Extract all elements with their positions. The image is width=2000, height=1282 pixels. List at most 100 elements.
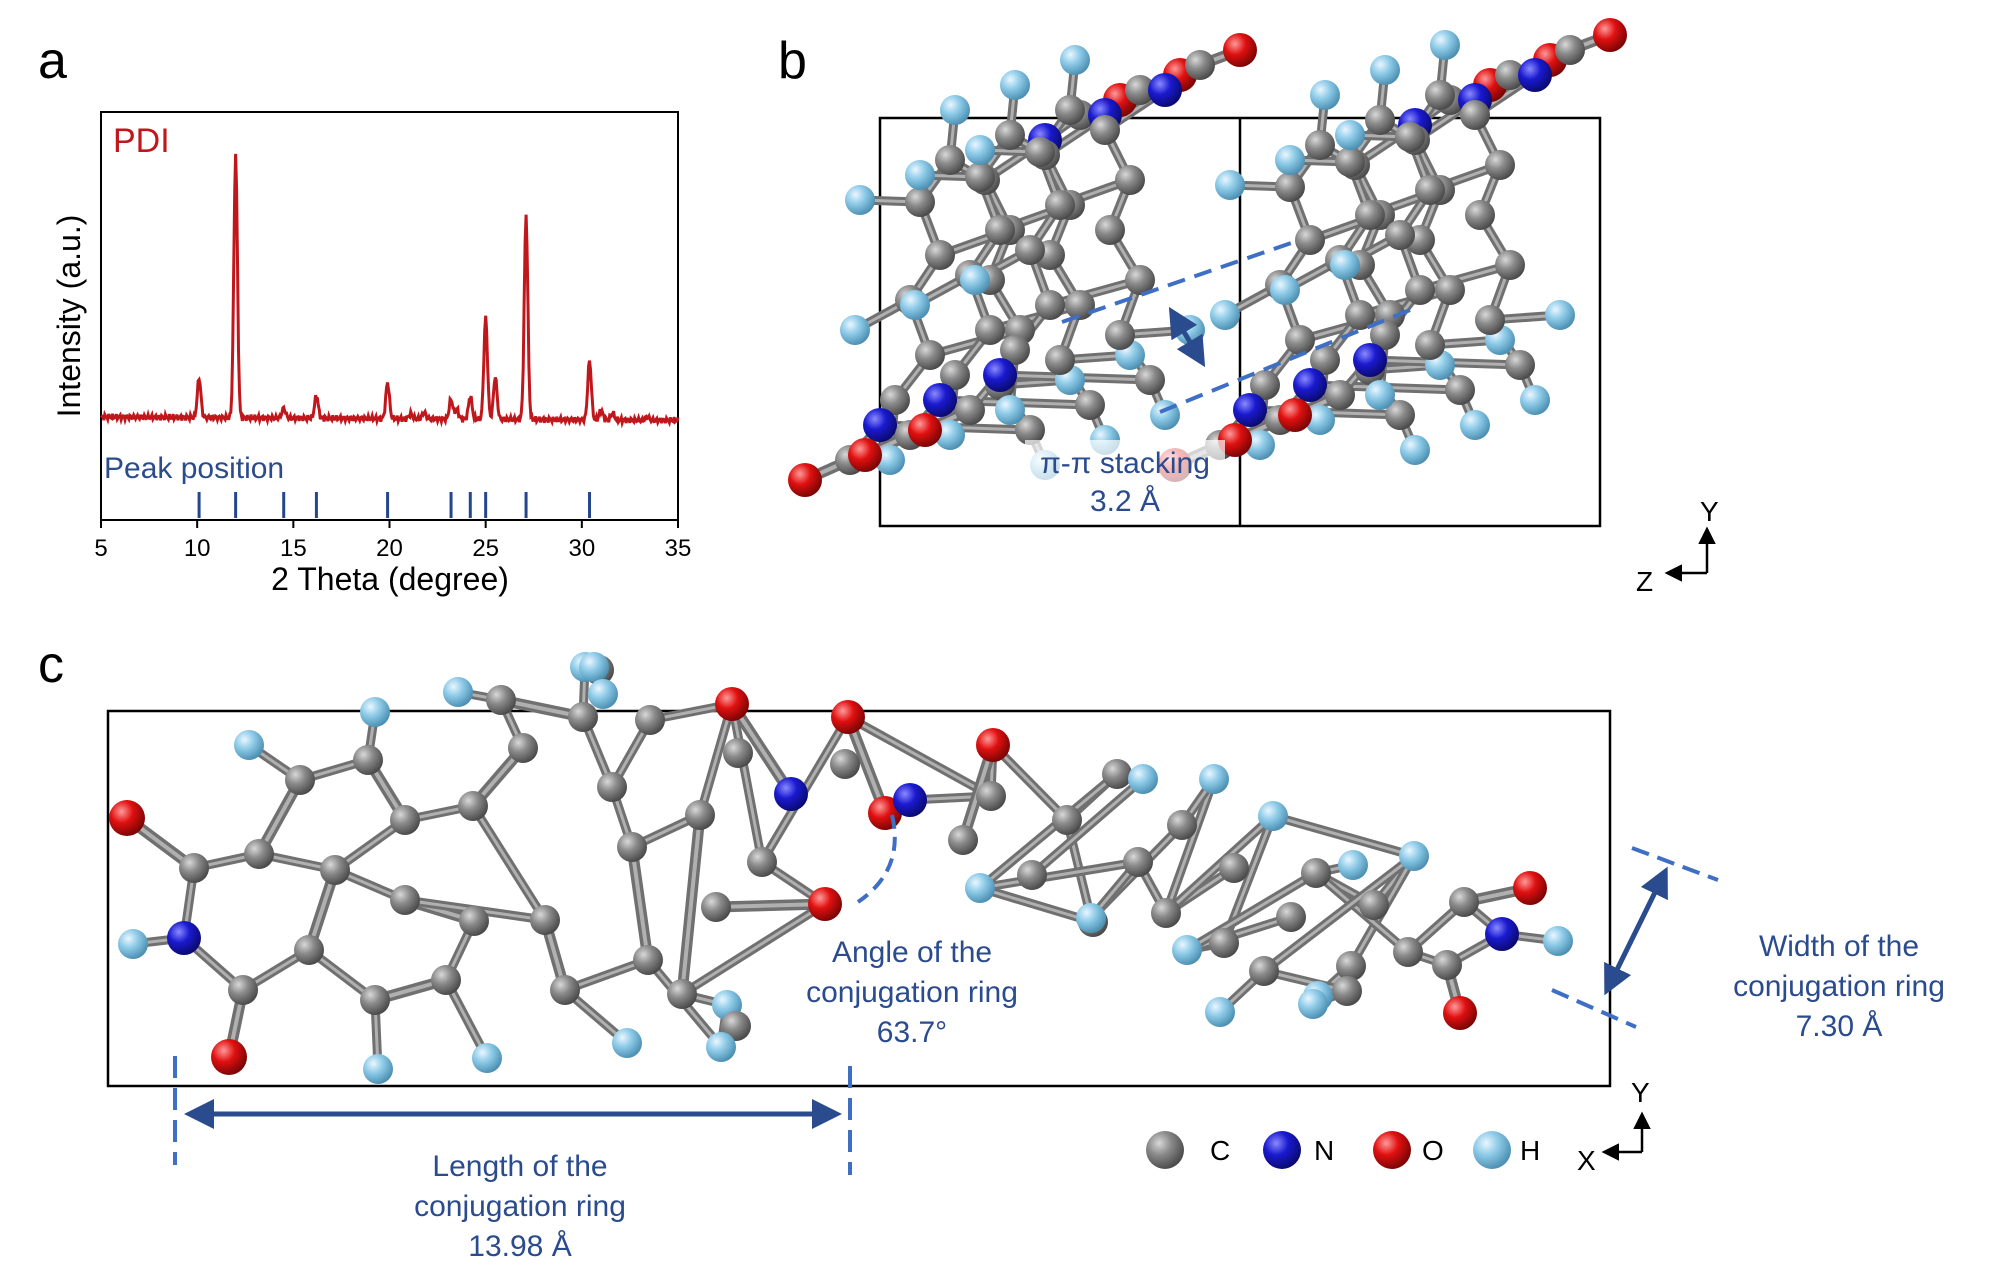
atom-H [940, 95, 970, 125]
atom-H [935, 420, 965, 450]
atom-C [1015, 235, 1045, 265]
atom-H [1275, 145, 1305, 175]
atom-O [788, 463, 822, 497]
x-tick-label: 10 [184, 535, 211, 562]
axis-y-label-b: Y [1700, 496, 1719, 527]
x-tick-label: 5 [94, 535, 107, 562]
atom-H [1245, 430, 1275, 460]
atom-C [1475, 305, 1505, 335]
atom-C [1075, 390, 1105, 420]
atom-H [1310, 80, 1340, 110]
atom-C [635, 705, 665, 735]
atom-C [1219, 853, 1249, 883]
axis-y-label-c: Y [1631, 1077, 1650, 1108]
atom-C [1115, 165, 1145, 195]
atom-C [1310, 345, 1340, 375]
atom-C [1495, 60, 1525, 90]
atom-O [109, 800, 145, 836]
atom-C [1025, 137, 1055, 167]
atom-O [1593, 18, 1627, 52]
atom-C [1495, 250, 1525, 280]
width-marker-bottom [1551, 988, 1637, 1029]
atom-H [845, 185, 875, 215]
atom-C [1395, 122, 1425, 152]
length-value: 13.98 Å [468, 1230, 571, 1263]
atom-N [893, 783, 927, 817]
atom-H [363, 1054, 393, 1084]
atom-H [360, 697, 390, 727]
atom-H [1338, 850, 1368, 880]
atom-C [1460, 100, 1490, 130]
x-tick-label: 30 [568, 535, 595, 562]
atom-H [472, 1043, 502, 1073]
atom-C [1035, 290, 1065, 320]
atom-N [774, 777, 808, 811]
atom-H [1399, 841, 1429, 871]
atom-H [1215, 170, 1245, 200]
atom-C [390, 885, 420, 915]
peak-position-label: Peak position [104, 452, 284, 485]
atom-H [612, 1028, 642, 1058]
legend-oxygen-label: O [1422, 1135, 1444, 1166]
atom-C [1167, 810, 1197, 840]
atom-C [1301, 858, 1331, 888]
atom-C [1305, 130, 1335, 160]
length-label-line1: Length of the [432, 1150, 607, 1183]
atom-H [1370, 55, 1400, 85]
atom-C [721, 1011, 751, 1041]
angle-label-line1: Angle of the [832, 936, 992, 969]
atom-N [1233, 393, 1267, 427]
stacking-distance-arrow [1168, 306, 1206, 368]
atom-H [905, 160, 935, 190]
panel-b-label: b [778, 32, 807, 90]
atom-O [848, 438, 882, 472]
length-label-line2: conjugation ring [414, 1190, 626, 1223]
legend-nitrogen-label: N [1314, 1135, 1334, 1166]
annotation-backdrop [1025, 440, 1225, 520]
atom-O [1218, 423, 1252, 457]
atom-C [985, 215, 1015, 245]
atom-H [1172, 935, 1202, 965]
panel-a-label: a [38, 32, 67, 90]
width-arrow [1604, 866, 1668, 996]
atom-O [908, 413, 942, 447]
reference-peak-ticks [197, 492, 592, 518]
atom-N [1293, 368, 1327, 402]
x-tick-label: 15 [280, 535, 307, 562]
atom-C [1017, 860, 1047, 890]
atom-C [723, 738, 753, 768]
atom-C [486, 685, 516, 715]
atom-O [211, 1039, 247, 1075]
atom-C [353, 745, 383, 775]
angle-label-line2: conjugation ring [806, 976, 1018, 1009]
atom-C [935, 145, 965, 175]
atom-O [1223, 33, 1257, 67]
atom-H [1199, 764, 1229, 794]
atom-C [1250, 370, 1280, 400]
atom-C [1095, 215, 1125, 245]
atom-H [1298, 989, 1328, 1019]
atom-N [1518, 58, 1552, 92]
atom-C [1123, 847, 1153, 877]
atom-C [1365, 105, 1395, 135]
atom-C [701, 892, 731, 922]
atom-C [1125, 265, 1155, 295]
atom-C [568, 702, 598, 732]
atom-C [1000, 335, 1030, 365]
x-tick-label: 20 [376, 535, 403, 562]
atom-N [983, 358, 1017, 392]
atom-C [1505, 350, 1535, 380]
atom-H [965, 135, 995, 165]
atom-C [880, 385, 910, 415]
atom-C [1415, 175, 1445, 205]
atom-C [1102, 759, 1132, 789]
atom-H [1520, 385, 1550, 415]
width-label-line2: conjugation ring [1733, 970, 1945, 1003]
atom-H [1460, 410, 1490, 440]
atom-C [830, 749, 860, 779]
legend-carbon-swatch [1146, 1131, 1184, 1169]
atom-N [863, 408, 897, 442]
atom-O [1443, 996, 1477, 1030]
atom-C [1345, 300, 1375, 330]
atom-C [458, 791, 488, 821]
